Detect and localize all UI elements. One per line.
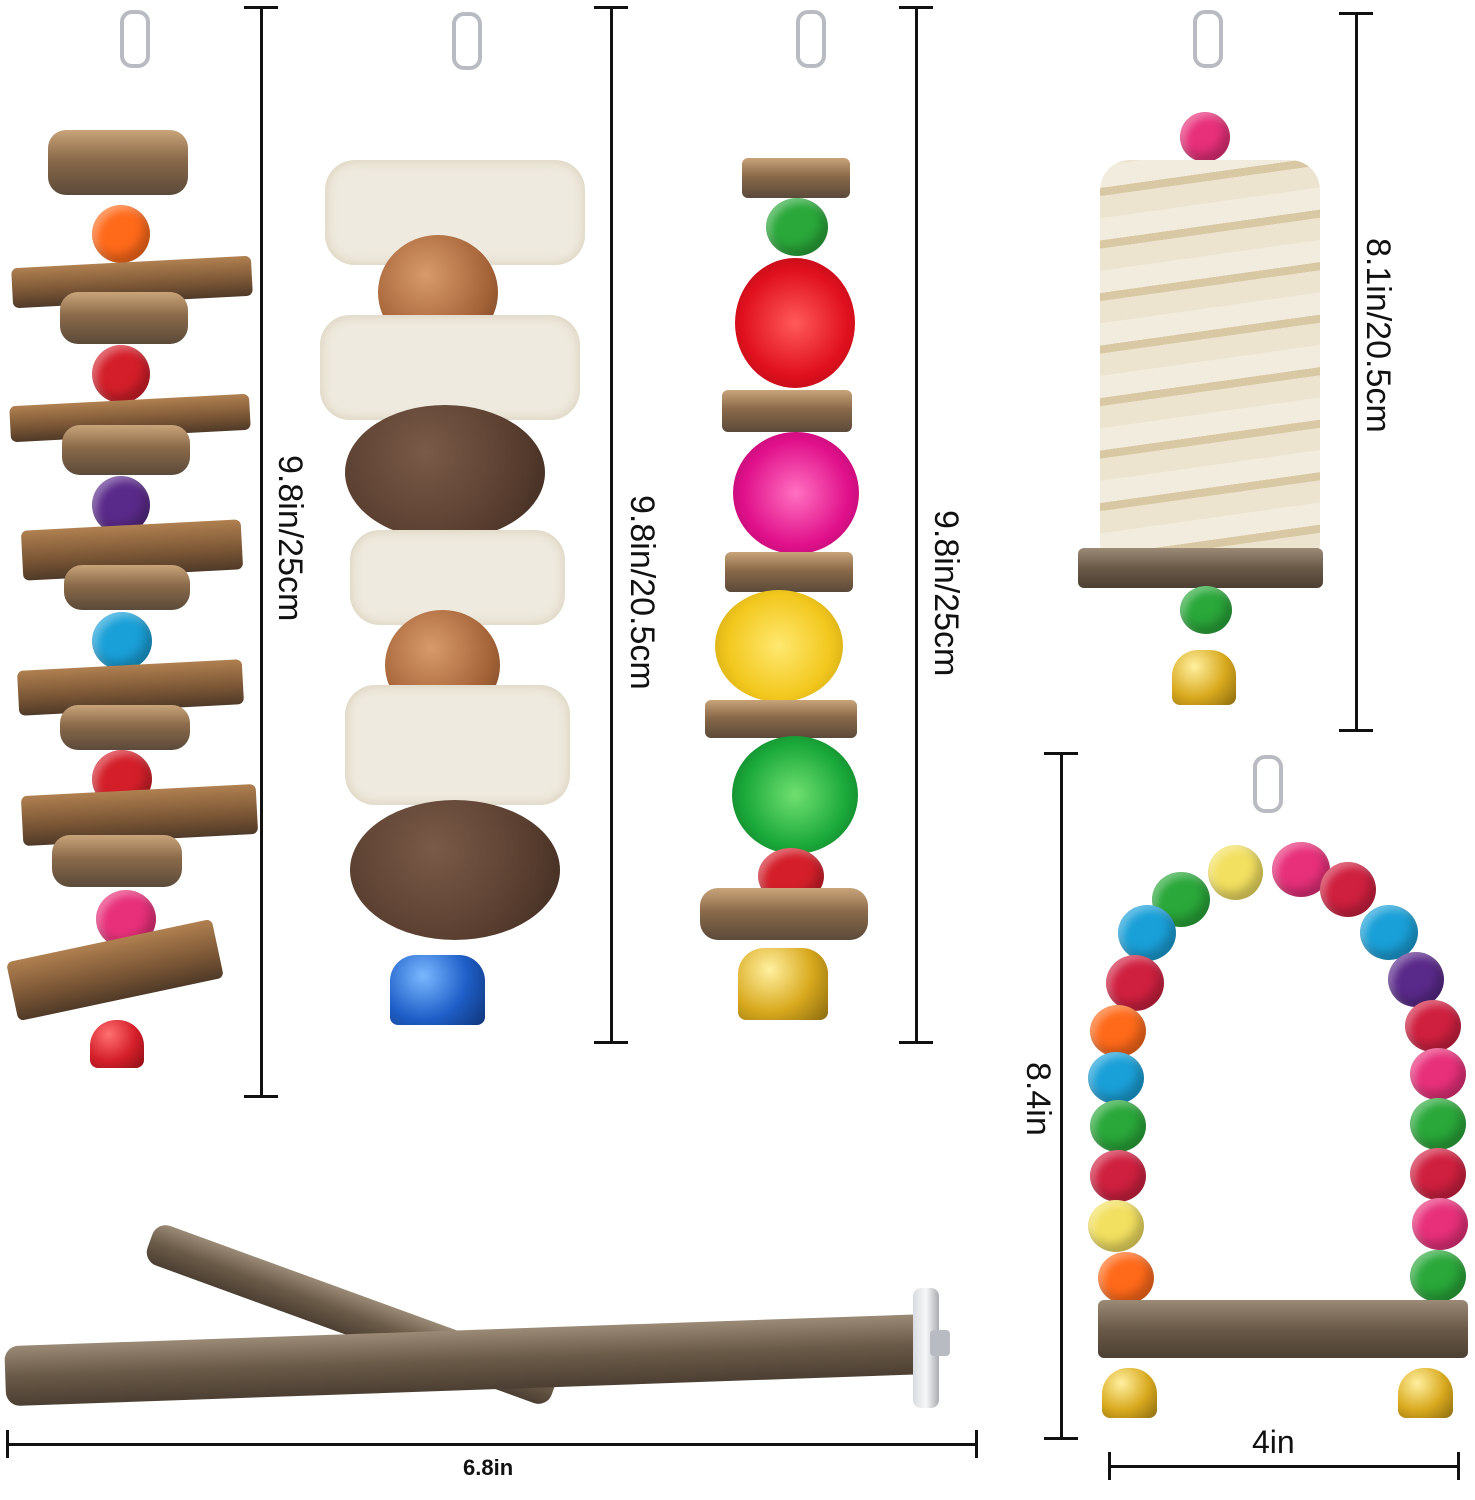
dimension-cap bbox=[1108, 1452, 1111, 1480]
bead bbox=[1388, 952, 1444, 1007]
dimension-cap bbox=[899, 1041, 933, 1044]
bead bbox=[92, 205, 150, 263]
dimension-cap bbox=[594, 1041, 628, 1044]
dimension-cap bbox=[244, 1095, 278, 1098]
dimension-line bbox=[260, 6, 263, 1098]
bell-icon bbox=[738, 948, 828, 1020]
bead bbox=[1405, 1000, 1461, 1052]
wood-slice bbox=[48, 130, 188, 195]
loofah-slice bbox=[350, 530, 565, 625]
dimension-line bbox=[610, 6, 613, 1044]
dimension-cap bbox=[1044, 1437, 1078, 1440]
dimension-label: 4in bbox=[1252, 1424, 1295, 1460]
dimension-cap bbox=[6, 1430, 9, 1458]
dimension-cap bbox=[244, 6, 278, 9]
dimension-line bbox=[1108, 1465, 1460, 1468]
bead bbox=[1098, 1252, 1154, 1304]
metal-hook-icon bbox=[452, 12, 482, 70]
wood-slice bbox=[64, 565, 190, 610]
dimension-cap bbox=[1339, 12, 1373, 15]
bead bbox=[766, 198, 828, 256]
wood-slice bbox=[62, 425, 190, 475]
wood-slice bbox=[722, 390, 852, 432]
wing-nut-icon bbox=[930, 1330, 950, 1356]
bead bbox=[1090, 1100, 1146, 1152]
metal-hook-icon bbox=[796, 10, 826, 68]
dimension-label: 9.8in/25cm bbox=[271, 455, 309, 622]
metal-hook-icon bbox=[1253, 755, 1283, 813]
bead bbox=[1410, 1098, 1466, 1150]
dimension-label: 9.8in/25cm bbox=[927, 510, 965, 677]
bead bbox=[1180, 112, 1230, 162]
bead bbox=[1088, 1052, 1144, 1104]
swing-perch bbox=[1098, 1300, 1468, 1358]
dimension-cap bbox=[594, 6, 628, 9]
dimension-label: 8.4in bbox=[1019, 1062, 1057, 1136]
dimension-label: 6.8in bbox=[463, 1455, 514, 1480]
wood-stick bbox=[1078, 548, 1323, 588]
bead bbox=[1118, 905, 1176, 961]
bead bbox=[1410, 1148, 1466, 1200]
rattan-ball bbox=[732, 736, 858, 854]
bead bbox=[1180, 586, 1232, 634]
wood-slice bbox=[60, 705, 190, 750]
dimension-cap bbox=[899, 6, 933, 9]
dimension-line bbox=[1060, 752, 1063, 1440]
nut-shell bbox=[350, 800, 560, 940]
bead bbox=[1410, 1048, 1466, 1100]
nut-shell bbox=[345, 405, 545, 540]
loofah-slice bbox=[345, 685, 570, 805]
metal-hook-icon bbox=[1193, 10, 1223, 68]
bead bbox=[1088, 1200, 1144, 1252]
dimension-label: 9.8in/20.5cm bbox=[623, 495, 661, 690]
dimension-label: 8.1in/20.5cm bbox=[1359, 238, 1397, 433]
bead bbox=[1090, 1150, 1146, 1202]
bell-icon bbox=[390, 955, 485, 1025]
bell-icon bbox=[1172, 650, 1236, 705]
wood-slice bbox=[705, 700, 857, 738]
bead bbox=[92, 612, 152, 670]
dimension-cap bbox=[1457, 1452, 1460, 1480]
rattan-ball bbox=[715, 590, 843, 702]
dimension-line bbox=[1355, 12, 1358, 732]
loofah-slice bbox=[320, 315, 580, 420]
rattan-ball bbox=[735, 258, 855, 388]
dimension-cap bbox=[1044, 752, 1078, 755]
wood-slice bbox=[60, 292, 188, 344]
dimension-cap bbox=[1339, 729, 1373, 732]
bell-icon bbox=[1102, 1368, 1157, 1418]
bead bbox=[1412, 1198, 1468, 1250]
rattan-ball bbox=[733, 432, 859, 554]
dimension-line bbox=[6, 1443, 978, 1446]
bead bbox=[1360, 905, 1418, 960]
bead bbox=[92, 345, 150, 403]
corn-husk-stack bbox=[1100, 160, 1320, 555]
bead bbox=[1090, 1005, 1146, 1057]
bead bbox=[1320, 862, 1376, 917]
perch-main-branch bbox=[4, 1313, 936, 1407]
bead bbox=[1208, 845, 1263, 900]
bell-icon bbox=[90, 1020, 144, 1068]
metal-hook-icon bbox=[120, 10, 150, 68]
wood-slice bbox=[52, 835, 182, 887]
bead bbox=[1106, 955, 1164, 1011]
dimension-line bbox=[915, 6, 918, 1044]
wood-slice bbox=[725, 552, 853, 592]
bell-icon bbox=[1398, 1368, 1453, 1418]
bead bbox=[1410, 1250, 1466, 1302]
dimension-cap bbox=[975, 1430, 978, 1458]
wood-slice bbox=[700, 888, 868, 940]
wood-slice bbox=[742, 158, 850, 198]
